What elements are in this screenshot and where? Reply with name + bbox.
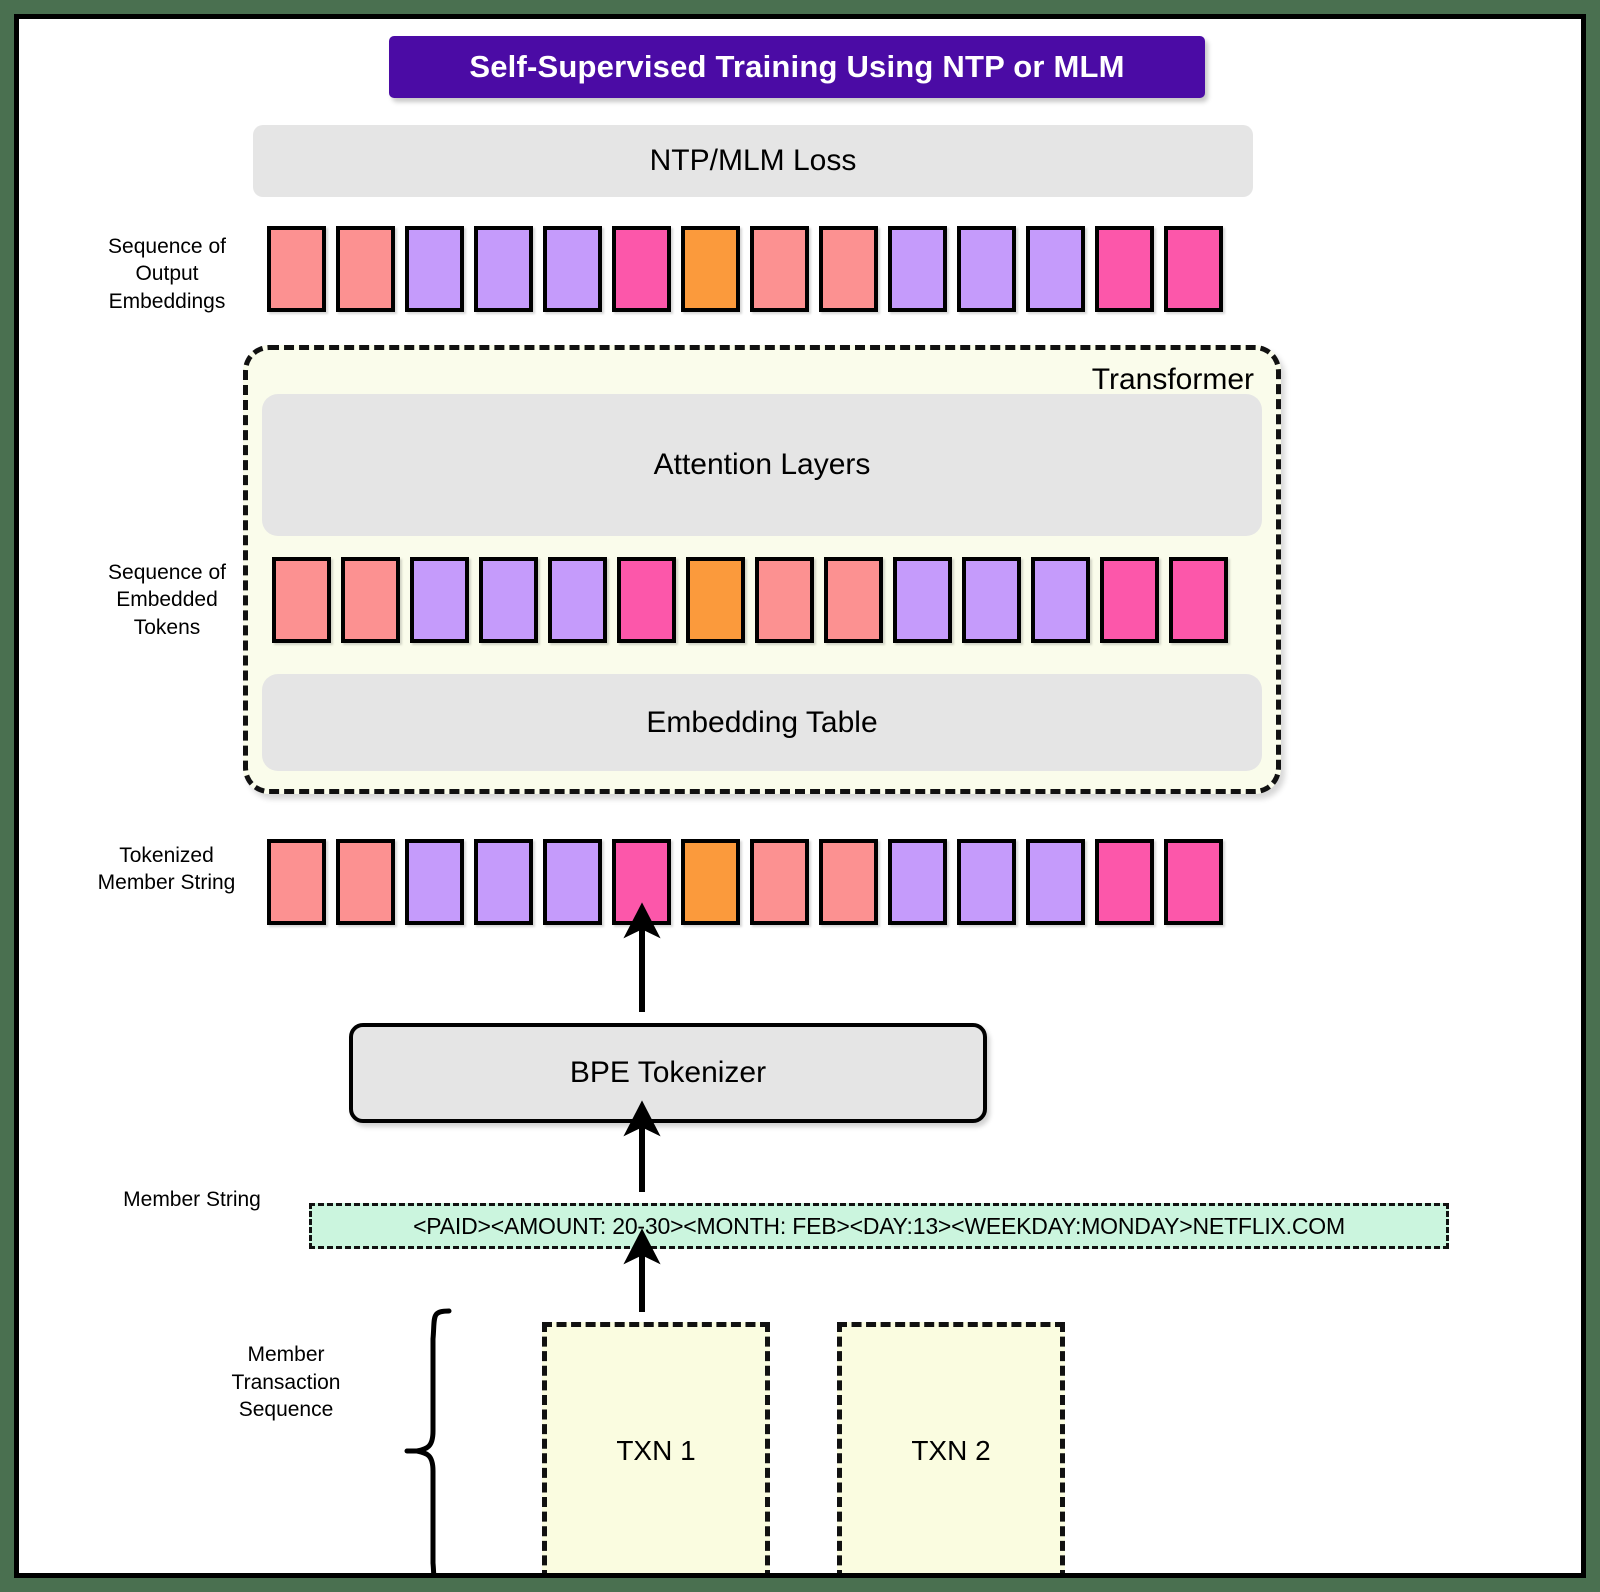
- token-cell: [888, 226, 947, 312]
- token-cell: [681, 839, 740, 925]
- token-cell: [1026, 226, 1085, 312]
- token-cell: [1169, 557, 1228, 643]
- token-cell: [612, 839, 671, 925]
- token-cell: [681, 226, 740, 312]
- page-title: Self-Supervised Training Using NTP or ML…: [389, 36, 1205, 98]
- token-cell: [957, 226, 1016, 312]
- embedded-tokens-label: Sequence of Embedded Tokens: [108, 561, 226, 639]
- token-cell: [612, 226, 671, 312]
- token-cell: [686, 557, 745, 643]
- tokenized-member-string-label: Tokenized Member String: [97, 844, 236, 895]
- token-cell: [819, 226, 878, 312]
- token-cell: [548, 557, 607, 643]
- token-cell: [824, 557, 883, 643]
- token-cell: [962, 557, 1021, 643]
- token-cell: [1164, 226, 1223, 312]
- token-cell: [336, 226, 395, 312]
- token-cell: [750, 226, 809, 312]
- member-string-label: Member String: [123, 1188, 261, 1211]
- token-cell: [336, 839, 395, 925]
- txn-2-box: TXN 2: [837, 1322, 1065, 1573]
- diagram-canvas: Self-Supervised Training Using NTP or ML…: [14, 14, 1586, 1578]
- member-string-box: <PAID><AMOUNT: 20-30><MONTH: FEB><DAY:13…: [309, 1203, 1449, 1249]
- ntp-mlm-loss-panel: NTP/MLM Loss: [253, 125, 1253, 197]
- token-cell: [1026, 839, 1085, 925]
- transformer-label: Transformer: [1091, 363, 1254, 396]
- attention-layers-panel: Attention Layers: [262, 394, 1262, 536]
- token-cell: [1031, 557, 1090, 643]
- token-cell: [1095, 839, 1154, 925]
- token-cell: [267, 226, 326, 312]
- token-cell: [1095, 226, 1154, 312]
- token-cell: [474, 839, 533, 925]
- token-cell: [405, 839, 464, 925]
- token-cell: [819, 839, 878, 925]
- token-cell: [1164, 839, 1223, 925]
- output-embeddings-row: [267, 226, 1223, 312]
- token-cell: [341, 557, 400, 643]
- token-cell: [543, 839, 602, 925]
- txn-1-box: TXN 1: [542, 1322, 770, 1573]
- token-cell: [410, 557, 469, 643]
- member-transaction-sequence-label: Member Transaction Sequence: [231, 1343, 341, 1422]
- token-cell: [267, 839, 326, 925]
- token-cell: [474, 226, 533, 312]
- token-cell: [893, 557, 952, 643]
- token-cell: [755, 557, 814, 643]
- token-cell: [543, 226, 602, 312]
- embedded-tokens-row: [272, 557, 1228, 643]
- tokenized-member-string-row: [267, 839, 1223, 925]
- token-cell: [888, 839, 947, 925]
- token-cell: [750, 839, 809, 925]
- bpe-tokenizer-panel: BPE Tokenizer: [349, 1023, 987, 1123]
- token-cell: [479, 557, 538, 643]
- output-embeddings-label: Sequence of Output Embeddings: [108, 235, 226, 313]
- token-cell: [272, 557, 331, 643]
- transaction-sequence-brace: [404, 1308, 452, 1573]
- token-cell: [957, 839, 1016, 925]
- token-cell: [1100, 557, 1159, 643]
- embedding-table-panel: Embedding Table: [262, 674, 1262, 771]
- token-cell: [617, 557, 676, 643]
- token-cell: [405, 226, 464, 312]
